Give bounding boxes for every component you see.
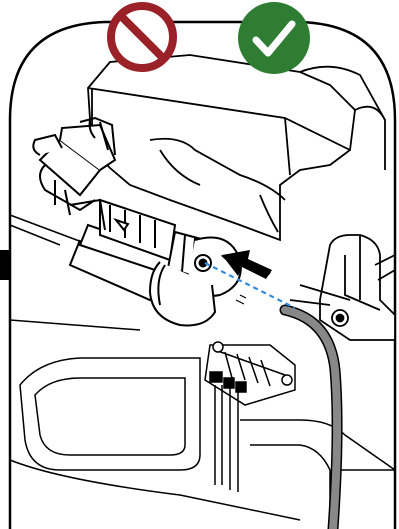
checkmark-icon: [238, 2, 310, 74]
connector-block: [205, 342, 295, 492]
prohibited-icon: [111, 6, 173, 68]
guide-tick: [236, 295, 246, 304]
side-tab: [0, 250, 9, 280]
